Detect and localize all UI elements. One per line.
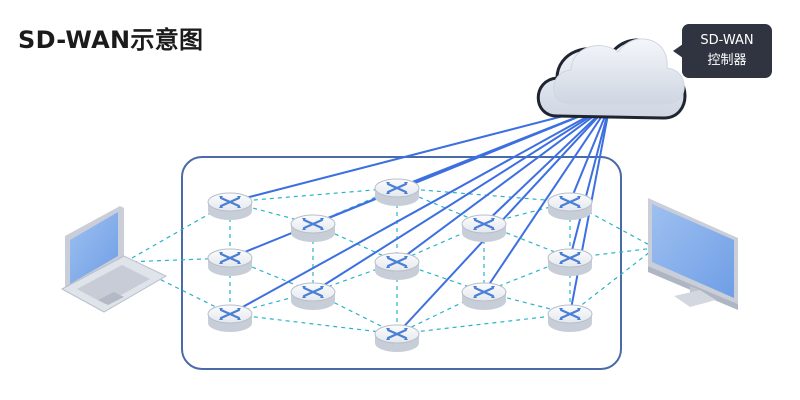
routers-group xyxy=(207,178,593,352)
control-link xyxy=(396,103,611,263)
monitor-icon xyxy=(648,198,738,310)
control-link xyxy=(483,103,611,293)
control-link xyxy=(312,103,611,293)
laptop-icon xyxy=(60,206,168,313)
router-icon xyxy=(374,324,420,352)
router-icon xyxy=(547,304,593,332)
data-link xyxy=(229,201,314,225)
diagram-title: SD-WAN示意图 xyxy=(18,26,204,54)
router-icon xyxy=(207,304,253,332)
control-link xyxy=(569,103,611,259)
data-link xyxy=(396,187,571,203)
router-icon xyxy=(461,214,507,242)
router-icon xyxy=(207,248,253,276)
router-icon xyxy=(207,192,253,220)
data-link xyxy=(396,313,571,335)
control-link xyxy=(569,103,611,203)
data-link xyxy=(569,247,656,315)
cloud-icon xyxy=(536,38,687,120)
data-link xyxy=(229,291,314,315)
controller-label-line1: SD-WAN xyxy=(700,33,754,48)
router-icon xyxy=(374,252,420,280)
router-icon xyxy=(290,282,336,310)
control-link xyxy=(396,103,611,189)
data-link xyxy=(229,313,398,335)
router-icon xyxy=(547,248,593,276)
router-icon xyxy=(547,192,593,220)
controller-label: SD-WAN 控制器 xyxy=(673,24,772,78)
router-icon xyxy=(374,178,420,206)
router-icon xyxy=(461,282,507,310)
control-link xyxy=(229,103,611,203)
router-icon xyxy=(290,214,336,242)
data-link xyxy=(569,247,656,259)
data-link xyxy=(124,257,231,263)
data-link xyxy=(229,187,398,203)
controller-label-line2: 控制器 xyxy=(707,53,747,68)
control-link xyxy=(396,103,611,335)
control-link xyxy=(229,103,611,315)
control-link xyxy=(483,103,611,225)
